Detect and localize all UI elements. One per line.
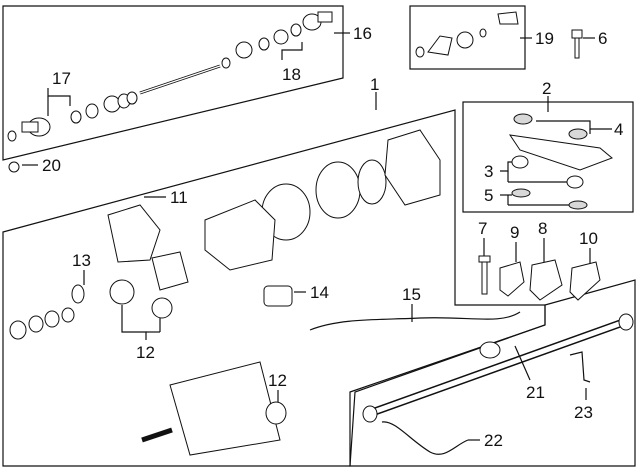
- callout-10: 10: [579, 229, 598, 248]
- axle-shaft-assembly: [7, 11, 333, 142]
- callout-4: 4: [614, 120, 623, 139]
- callout-19: 19: [535, 29, 554, 48]
- callout-7: 7: [478, 219, 487, 238]
- propeller-shaft: [362, 313, 634, 423]
- callout-13: 13: [72, 251, 91, 270]
- wire-22: [381, 421, 469, 455]
- callout-20: 20: [42, 156, 61, 175]
- axle-kit-box: [2, 5, 344, 161]
- callout-18: 18: [282, 65, 301, 84]
- callout-22: 22: [484, 431, 503, 450]
- callout-1: 1: [370, 75, 379, 94]
- callout-8: 8: [538, 219, 547, 238]
- callout-17: 17: [52, 69, 71, 88]
- callout-15: 15: [402, 285, 421, 304]
- brackets-7-8-9-10: [478, 255, 601, 301]
- callout-16: 16: [353, 24, 372, 43]
- callout-5: 5: [484, 186, 493, 205]
- bracket-23: [569, 351, 591, 383]
- callout-11: 11: [170, 188, 188, 207]
- bolt-6: [571, 29, 583, 59]
- callout-21: 21: [526, 383, 545, 402]
- differential-assembly: [9, 129, 521, 456]
- callout-12b: 12: [268, 371, 287, 390]
- subframe-mount: [508, 113, 613, 210]
- callout-2: 2: [542, 79, 551, 98]
- callout-12a: 12: [136, 343, 155, 362]
- nut-20: [8, 161, 20, 173]
- callout-23: 23: [574, 403, 593, 422]
- callout-14: 14: [310, 283, 329, 302]
- leader-lines: [22, 32, 612, 441]
- propshaft-box: [349, 279, 636, 467]
- callout-9: 9: [510, 223, 519, 242]
- callout-6: 6: [598, 29, 607, 48]
- callout-labels: 1 2 3 4 5 6 7 8 9 10 11 12 12 13 14 15 1…: [42, 24, 623, 450]
- callout-3: 3: [484, 162, 493, 181]
- boot-kit: [415, 11, 519, 58]
